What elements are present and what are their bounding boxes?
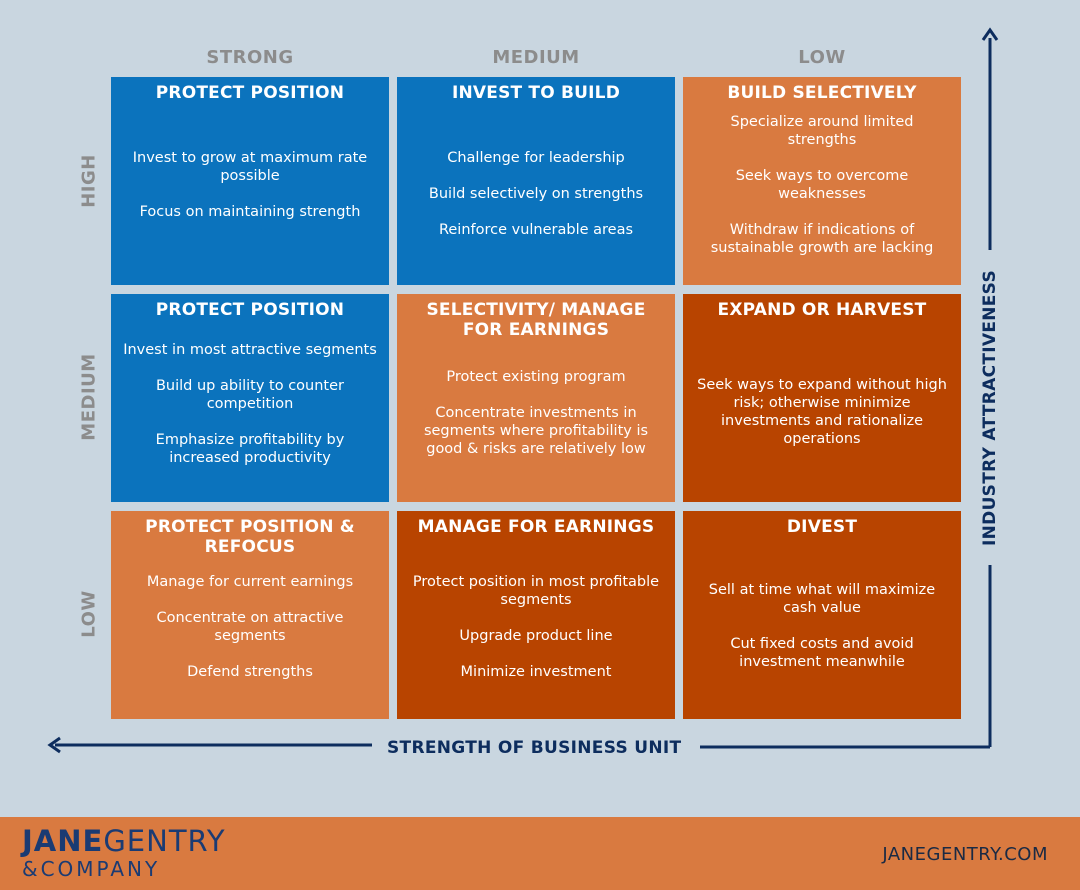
y-axis-label: INDUSTRY ATTRACTIVENESS — [980, 270, 1000, 546]
logo-gentry: GENTRY — [103, 824, 226, 858]
cell-item: Protect position in most profitable segm… — [412, 574, 660, 608]
cell-item: Seek ways to overcome weaknesses — [735, 168, 909, 202]
cell-title: BUILD SELECTIVELY — [727, 83, 917, 103]
x-axis-label: STRENGTH OF BUSINESS UNIT — [387, 738, 682, 758]
cell-item: Cut fixed costs and avoid investment mea… — [730, 636, 914, 670]
cell-high-low: BUILD SELECTIVELY Specialize around limit… — [683, 77, 961, 285]
cell-low-low: DIVEST Sell at time what will maximize ca… — [683, 511, 961, 719]
cell-title: PROTECT POSITION — [155, 83, 345, 103]
cell-body: Sell at time what will maximize cash val… — [695, 581, 949, 671]
logo-company: &COMPANY — [22, 857, 161, 881]
x-axis-arrowhead — [47, 736, 61, 754]
cell-item: Emphasize profitability by increased pro… — [155, 432, 345, 466]
cell-item: Build selectively on strengths — [428, 186, 644, 202]
cell-title: EXPAND OR HARVEST — [717, 300, 927, 320]
company-logo: JANEGENTRY &COMPANY — [22, 825, 226, 881]
cell-high-strong: PROTECT POSITION Invest to grow at maximu… — [111, 77, 389, 285]
cell-item: Sell at time what will maximize cash val… — [708, 582, 936, 616]
cell-title: DIVEST — [786, 517, 858, 537]
cell-item: Focus on maintaining strength — [139, 204, 361, 220]
logo-jane: JANE — [22, 824, 104, 858]
column-label-medium: MEDIUM — [492, 47, 580, 68]
cell-item: Concentrate investments in segments wher… — [423, 405, 649, 457]
cell-item: Withdraw if indications of sustainable g… — [710, 222, 934, 256]
cell-title: SELECTIVITY/ MANAGE FOR EARNINGS — [426, 300, 646, 340]
cell-item: Upgrade product line — [459, 628, 613, 644]
cell-title: PROTECT POSITION & REFOCUS — [145, 517, 355, 557]
footer-bar: JANEGENTRY &COMPANY JANEGENTRY.COM — [0, 817, 1080, 890]
cell-item: Protect existing program — [446, 369, 626, 385]
column-label-strong: STRONG — [206, 47, 294, 68]
cell-low-medium: MANAGE FOR EARNINGS Protect position in m… — [397, 511, 675, 719]
cell-low-strong: PROTECT POSITION & REFOCUS Manage for cur… — [111, 511, 389, 719]
cell-item: Specialize around limited strengths — [730, 114, 914, 148]
cell-title: INVEST TO BUILD — [451, 83, 621, 103]
cell-item: Invest in most attractive segments — [123, 342, 377, 358]
cell-item: Challenge for leadership — [447, 150, 625, 166]
cell-item: Minimize investment — [460, 664, 612, 680]
cell-item: Reinforce vulnerable areas — [438, 222, 634, 238]
y-axis-arrowhead — [981, 27, 999, 41]
cell-item: Seek ways to expand without high risk; o… — [697, 377, 947, 447]
cell-medium-medium: SELECTIVITY/ MANAGE FOR EARNINGS Protect … — [397, 294, 675, 502]
cell-body: Seek ways to expand without high risk; o… — [695, 376, 949, 448]
cell-medium-strong: PROTECT POSITION Invest in most attractiv… — [111, 294, 389, 502]
cell-title: MANAGE FOR EARNINGS — [417, 517, 655, 537]
column-label-low: LOW — [798, 47, 846, 68]
cell-body: Protect position in most profitable segm… — [409, 573, 663, 681]
cell-medium-low: EXPAND OR HARVEST Seek ways to expand wit… — [683, 294, 961, 502]
cell-item: Invest to grow at maximum rate possible — [132, 150, 368, 184]
cell-title: PROTECT POSITION — [155, 300, 345, 320]
website-link[interactable]: JANEGENTRY.COM — [882, 844, 1048, 865]
cell-item: Build up ability to counter competition — [155, 378, 345, 412]
cell-item: Manage for current earnings — [146, 574, 354, 590]
cell-item: Defend strengths — [187, 664, 313, 680]
cell-item: Concentrate on attractive segments — [156, 610, 344, 644]
